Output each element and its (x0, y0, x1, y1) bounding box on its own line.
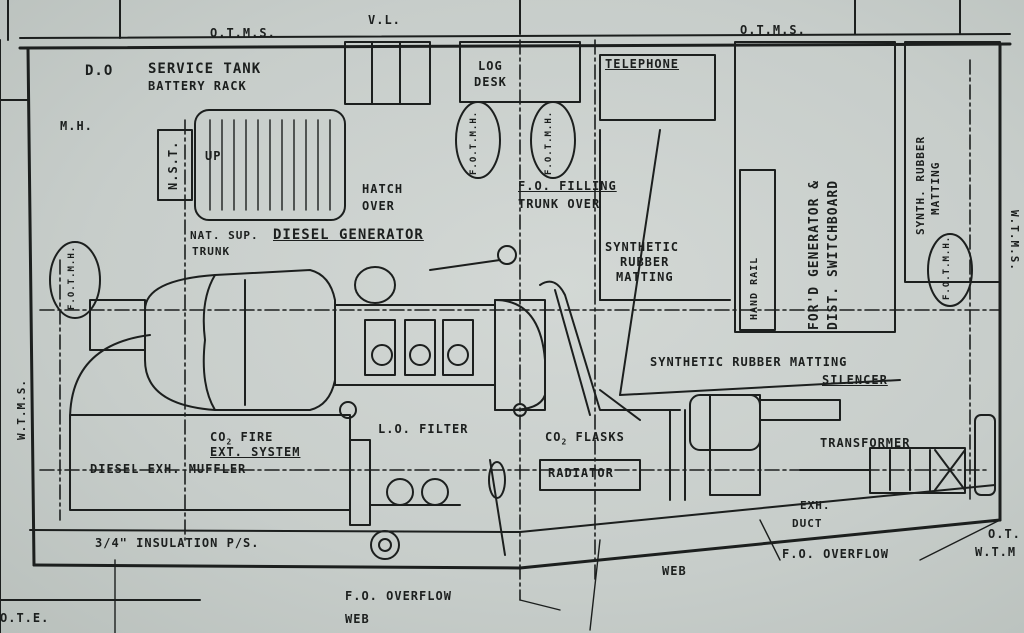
label-ote-left: O.T.E. (0, 611, 50, 625)
label-synthetic: SYNTHETIC (605, 240, 680, 254)
label-web-1: WEB (662, 564, 687, 578)
label-ext-system: EXT. SYSTEM (210, 445, 301, 459)
label-fo-overflow-1: F.O. OVERFLOW (345, 589, 452, 603)
label-exh: EXH. (800, 499, 831, 512)
label-trunk-over: TRUNK OVER (518, 197, 601, 211)
label-nat-sup: NAT. SUP. (190, 229, 259, 242)
label-ote-right: O.T. (988, 527, 1021, 541)
label-synth-matting: MATTING (929, 161, 942, 215)
label-web-2: WEB (345, 612, 370, 626)
label-synth-rubber: SYNTH. RUBBER (914, 135, 927, 235)
label-radiator: RADIATOR (548, 466, 614, 480)
label-otms-top-left: O.T.M.S. (210, 26, 276, 40)
label-silencer: SILENCER (822, 373, 888, 387)
label-hatch-over: OVER (362, 199, 395, 213)
battery-rack (157, 109, 346, 221)
label-log: LOG (478, 59, 503, 73)
radiator-flasks (539, 394, 761, 501)
label-fotmh-1: F.O.T.M.H. (469, 110, 479, 175)
label-telephone: TELEPHONE (605, 57, 680, 71)
transformer (799, 414, 996, 496)
label-up: UP (205, 149, 222, 163)
label-wtms-right: W.T.M.S. (1008, 210, 1021, 271)
label-duct: DUCT (792, 517, 823, 530)
label-co2-fire: CO2 FIRE (210, 430, 274, 447)
label-fwd-generator: FOR'D GENERATOR & (807, 179, 822, 330)
label-transformer: TRANSFORMER (820, 436, 911, 450)
label-wtm-right: W.T.M (975, 545, 1017, 559)
label-synthetic-rubber-matting: SYNTHETIC RUBBER MATTING (650, 355, 848, 369)
label-insulation: 3/4" INSULATION P/S. (95, 536, 260, 550)
label-fo-filling: F.O. FILLING (518, 179, 617, 193)
switchboard-blocks (599, 41, 1001, 421)
label-trunk: TRUNK (192, 245, 231, 258)
label-hand-rail: HAND RAIL (749, 256, 760, 320)
label-fotmh-left: F.O.T.M.H. (67, 245, 77, 310)
label-nst: N.S.T. (166, 140, 180, 190)
label-fotmh-right: F.O.T.M.H. (942, 235, 952, 300)
leader-lines (114, 519, 1001, 633)
label-service-tank: SERVICE TANK (148, 61, 262, 77)
label-diesel-generator: DIESEL GENERATOR (273, 227, 424, 243)
label-wtms-left: W.T.M.S. (15, 379, 28, 440)
label-co2-flasks: CO2 FLASKS (545, 430, 625, 447)
label-desk: DESK (474, 75, 507, 89)
label-lo-filter: L.O. FILTER (378, 422, 469, 436)
label-battery-rack: BATTERY RACK (148, 79, 247, 93)
label-matting: MATTING (616, 270, 674, 284)
label-diesel-exh-muffler: DIESEL EXH. MUFFLER (90, 462, 247, 476)
label-rubber: RUBBER (620, 255, 670, 269)
center-lines (39, 39, 1001, 601)
label-otms-top-right: O.T.M.S. (740, 23, 806, 37)
label-fo-overflow-2: F.O. OVERFLOW (782, 547, 889, 561)
label-fotmh-2: F.O.T.M.H. (544, 110, 554, 175)
muffler (69, 334, 371, 526)
lo-filter (369, 459, 506, 560)
diesel-generator (89, 245, 546, 419)
label-vl: V.L. (368, 13, 401, 27)
service-tank-panels (344, 41, 716, 121)
label-hatch: HATCH (362, 182, 404, 196)
manhole-ovals (49, 101, 973, 319)
label-mh: M.H. (60, 119, 93, 133)
label-do: D.O (85, 63, 114, 79)
label-dist-switchboard: DIST. SWITCHBOARD (826, 179, 841, 330)
